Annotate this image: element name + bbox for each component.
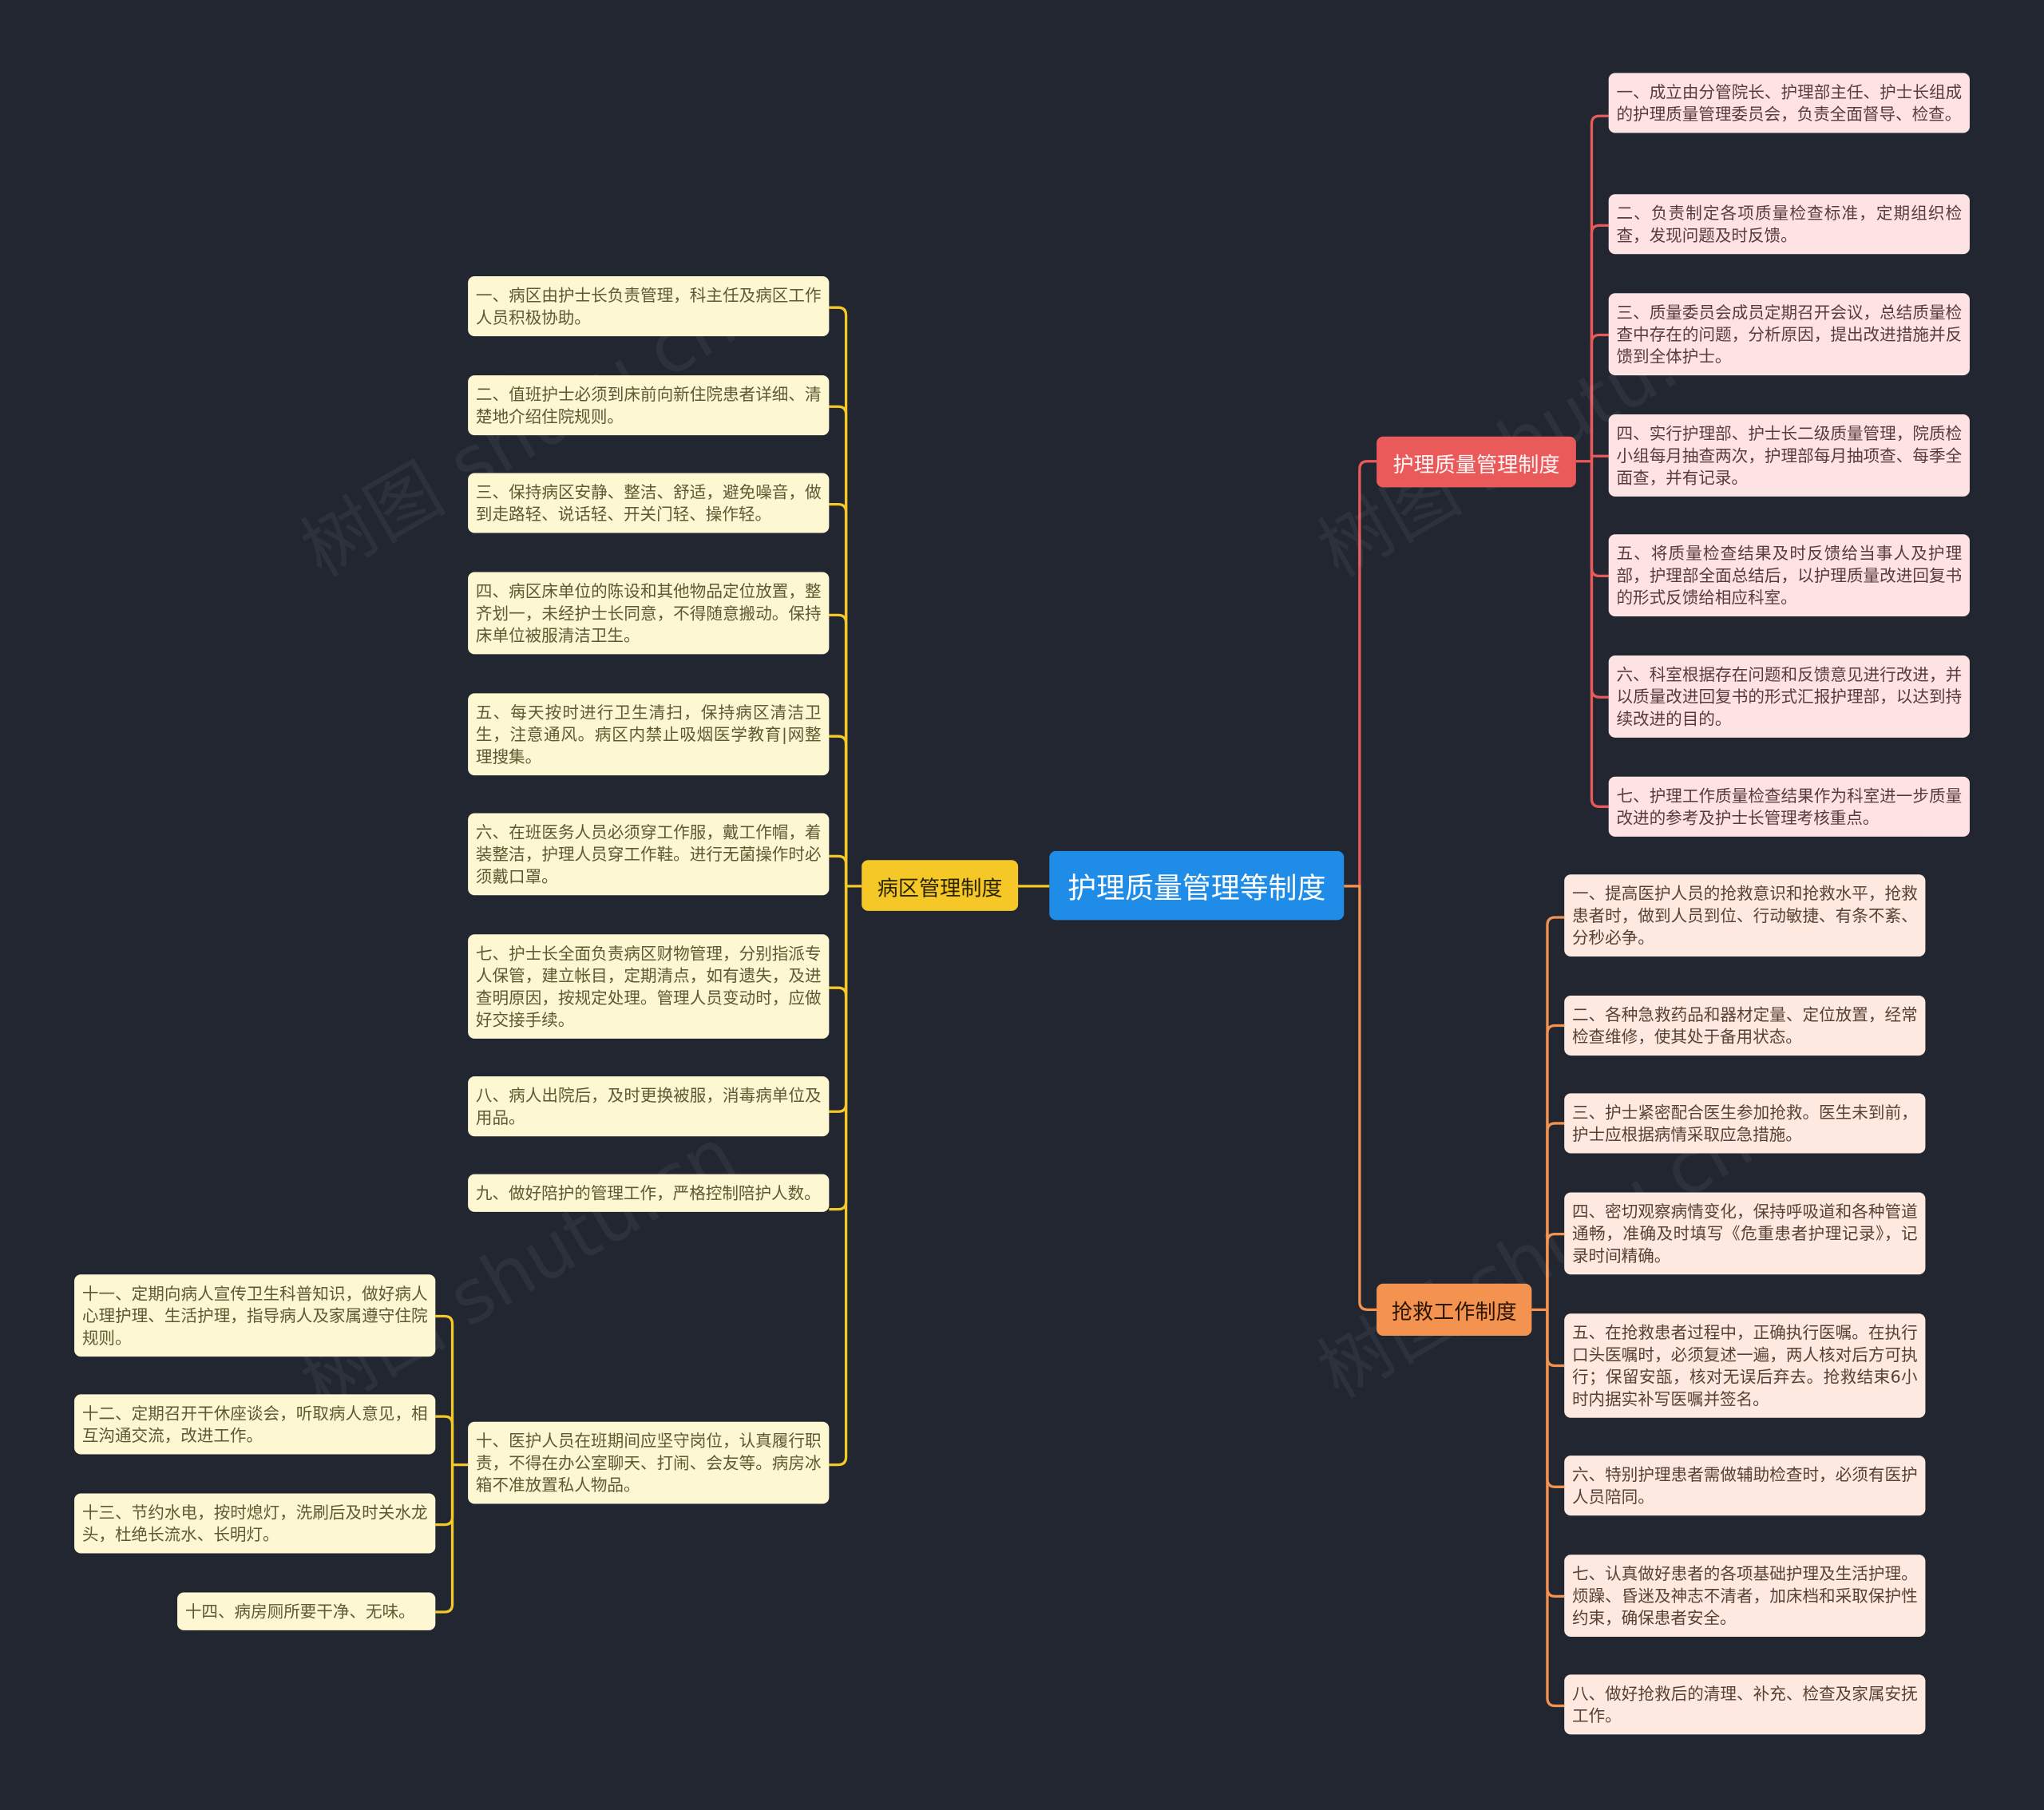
quality-item-3[interactable]: 三、质量委员会成员定期召开会议，总结质量检查中存在的问题，分析原因，提出改进措施…	[1608, 293, 1970, 376]
branch-quality-management[interactable]: 护理质量管理制度	[1377, 436, 1576, 488]
quality-item-4[interactable]: 四、实行护理部、护士长二级质量管理，院质检小组每月抽查两次，护理部每月抽项查、每…	[1608, 414, 1970, 497]
quality-item-6[interactable]: 六、科室根据存在问题和反馈意见进行改进，并以质量改进回复书的形式汇报护理部，以达…	[1608, 655, 1970, 738]
ward-item-9[interactable]: 九、做好陪护的管理工作，严格控制陪护人数。	[468, 1174, 830, 1212]
rescue-item-8[interactable]: 八、做好抢救后的清理、补充、检查及家属安抚工作。	[1564, 1674, 1926, 1735]
ward-item-7[interactable]: 七、护士长全面负责病区财物管理，分别指派专人保管，建立帐目，定期清点，如有遗失，…	[468, 934, 830, 1039]
ward-subitem-11[interactable]: 十一、定期向病人宣传卫生科普知识，做好病人心理护理、生活护理，指导病人及家属遵守…	[74, 1274, 436, 1357]
ward-item-3[interactable]: 三、保持病区安静、整洁、舒适，避免噪音，做到走路轻、说话轻、开关门轻、操作轻。	[468, 473, 830, 533]
rescue-item-2[interactable]: 二、各种急救药品和器材定量、定位放置，经常检查维修，使其处于备用状态。	[1564, 995, 1926, 1056]
ward-item-10[interactable]: 十、医护人员在班期间应坚守岗位，认真履行职责，不得在办公室聊天、打闹、会友等。病…	[468, 1421, 830, 1504]
root-topic[interactable]: 护理质量管理等制度	[1049, 850, 1345, 921]
ward-subitem-13[interactable]: 十三、节约水电，按时熄灯，洗刷后及时关水龙头，杜绝长流水、长明灯。	[74, 1493, 436, 1554]
rescue-item-6[interactable]: 六、特别护理患者需做辅助检查时，必须有医护人员陪同。	[1564, 1456, 1926, 1516]
quality-item-1[interactable]: 一、成立由分管院长、护理部主任、护士长组成的护理质量管理委员会，负责全面督导、检…	[1608, 73, 1970, 133]
rescue-item-7[interactable]: 七、认真做好患者的各项基础护理及生活护理。烦躁、昏迷及神志不清者，加床档和采取保…	[1564, 1555, 1926, 1638]
quality-item-7[interactable]: 七、护理工作质量检查结果作为科室进一步质量改进的参考及护士长管理考核重点。	[1608, 776, 1970, 837]
ward-item-2[interactable]: 二、值班护士必须到床前向新住院患者详细、清楚地介绍住院规则。	[468, 375, 830, 436]
ward-subitem-14[interactable]: 十四、病房厕所要干净、无味。	[177, 1592, 436, 1630]
ward-item-6[interactable]: 六、在班医务人员必须穿工作服，戴工作帽，着装整洁，护理人员穿工作鞋。进行无菌操作…	[468, 813, 830, 896]
branch-ward-management[interactable]: 病区管理制度	[862, 860, 1019, 911]
ward-item-4[interactable]: 四、病区床单位的陈设和其他物品定位放置，整齐划一，未经护士长同意，不得随意搬动。…	[468, 572, 830, 655]
quality-item-2[interactable]: 二、负责制定各项质量检查标准，定期组织检查，发现问题及时反馈。	[1608, 194, 1970, 255]
rescue-item-3[interactable]: 三、护士紧密配合医生参加抢救。医生未到前，护士应根据病情采取应急措施。	[1564, 1093, 1926, 1154]
rescue-item-5[interactable]: 五、在抢救患者过程中，正确执行医嘱。在执行口头医嘱时，必须复述一遍，两人核对后方…	[1564, 1313, 1926, 1418]
ward-subitem-12[interactable]: 十二、定期召开干休座谈会，听取病人意见，相互沟通交流，改进工作。	[74, 1394, 436, 1455]
ward-item-1[interactable]: 一、病区由护士长负责管理，科主任及病区工作人员积极协助。	[468, 276, 830, 337]
rescue-item-1[interactable]: 一、提高医护人员的抢救意识和抢救水平，抢救患者时，做到人员到位、行动敏捷、有条不…	[1564, 874, 1926, 957]
branch-rescue-work[interactable]: 抢救工作制度	[1377, 1283, 1532, 1336]
quality-item-5[interactable]: 五、将质量检查结果及时反馈给当事人及护理部，护理部全面总结后，以护理质量改进回复…	[1608, 534, 1970, 617]
ward-item-8[interactable]: 八、病人出院后，及时更换被服，消毒病单位及用品。	[468, 1076, 830, 1137]
ward-item-5[interactable]: 五、每天按时进行卫生清扫，保持病区清洁卫生，注意通风。病区内禁止吸烟医学教育|网…	[468, 693, 830, 776]
rescue-item-4[interactable]: 四、密切观察病情变化，保持呼吸道和各种管道通畅，准确及时填写《危重患者护理记录》…	[1564, 1192, 1926, 1275]
